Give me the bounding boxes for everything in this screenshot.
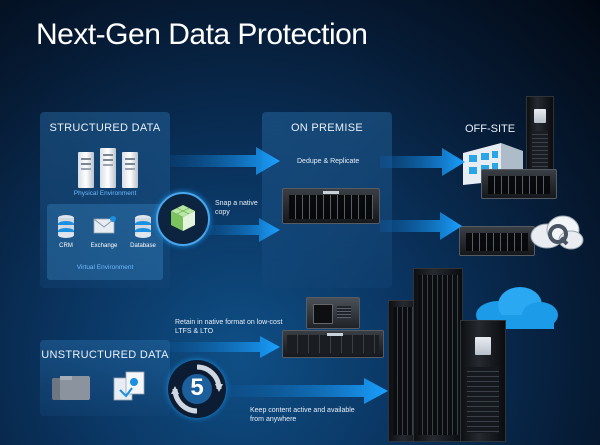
- refresh-ring-icon: [171, 364, 223, 414]
- retain-label: Retain in native format on low-cost LTFS…: [175, 319, 283, 335]
- offsite-rack-appliance: [481, 169, 557, 199]
- arrow-unstructured-to-storage: [228, 378, 388, 404]
- ltfs-lto-appliance: [282, 330, 384, 358]
- arrow-onpremise-to-offsite: [380, 148, 465, 176]
- database-icon: [58, 215, 74, 238]
- structured-data-panel: STRUCTURED DATA Physical Environment CRM: [40, 112, 170, 288]
- physical-servers-icon: [78, 146, 138, 190]
- documents-icon: [113, 371, 145, 401]
- structured-data-title: STRUCTURED DATA: [49, 122, 161, 134]
- arrow-onpremise-to-cloud: [380, 212, 462, 240]
- page-title: Next-Gen Data Protection: [36, 18, 368, 51]
- keep-label: Keep content active and available from a…: [250, 407, 355, 423]
- storage-tower-center: [413, 268, 463, 442]
- arrow-structured-to-onpremise-lower: [205, 218, 280, 242]
- cloud-q-icon: [530, 215, 584, 250]
- cycle-five-icon: 5: [168, 360, 226, 418]
- dedupe-label: Dedupe & Replicate: [297, 158, 360, 165]
- snapshot-cube-icon: [156, 192, 210, 246]
- exchange-label: Exchange: [90, 243, 118, 249]
- crm-label: CRM: [59, 243, 73, 249]
- snap-label: Snap a native copy: [215, 200, 258, 216]
- cycle-number: 5: [190, 374, 204, 401]
- mail-icon: [93, 216, 116, 234]
- on-premise-title: ON PREMISE: [290, 122, 364, 134]
- database-app: Database: [127, 210, 159, 260]
- arrow-structured-to-onpremise: [170, 147, 280, 175]
- exchange-app: Exchange: [87, 210, 121, 260]
- crm-app: CRM: [51, 210, 81, 260]
- dedupe-appliance: [282, 188, 380, 224]
- cube-stack-icon: [171, 205, 195, 231]
- arrow-to-tape: [170, 336, 280, 358]
- unstructured-data-panel: UNSTRUCTURED DATA: [40, 340, 170, 416]
- physical-environment-caption: Physical Environment: [73, 190, 137, 197]
- tape-library-top: [306, 297, 360, 329]
- virtual-environment-caption: Virtual Environment: [76, 264, 134, 271]
- database-label: Database: [130, 243, 156, 249]
- database-icon: [135, 215, 151, 238]
- virtual-environment-box: CRM Exchange Database Virtual E: [47, 204, 163, 280]
- folder-icon: [52, 376, 90, 400]
- cloud-gateway-appliance: [459, 226, 535, 256]
- unstructured-data-title: UNSTRUCTURED DATA: [41, 349, 169, 361]
- off-site-title: OFF-SITE: [465, 123, 516, 135]
- storage-tower-right: [460, 320, 506, 442]
